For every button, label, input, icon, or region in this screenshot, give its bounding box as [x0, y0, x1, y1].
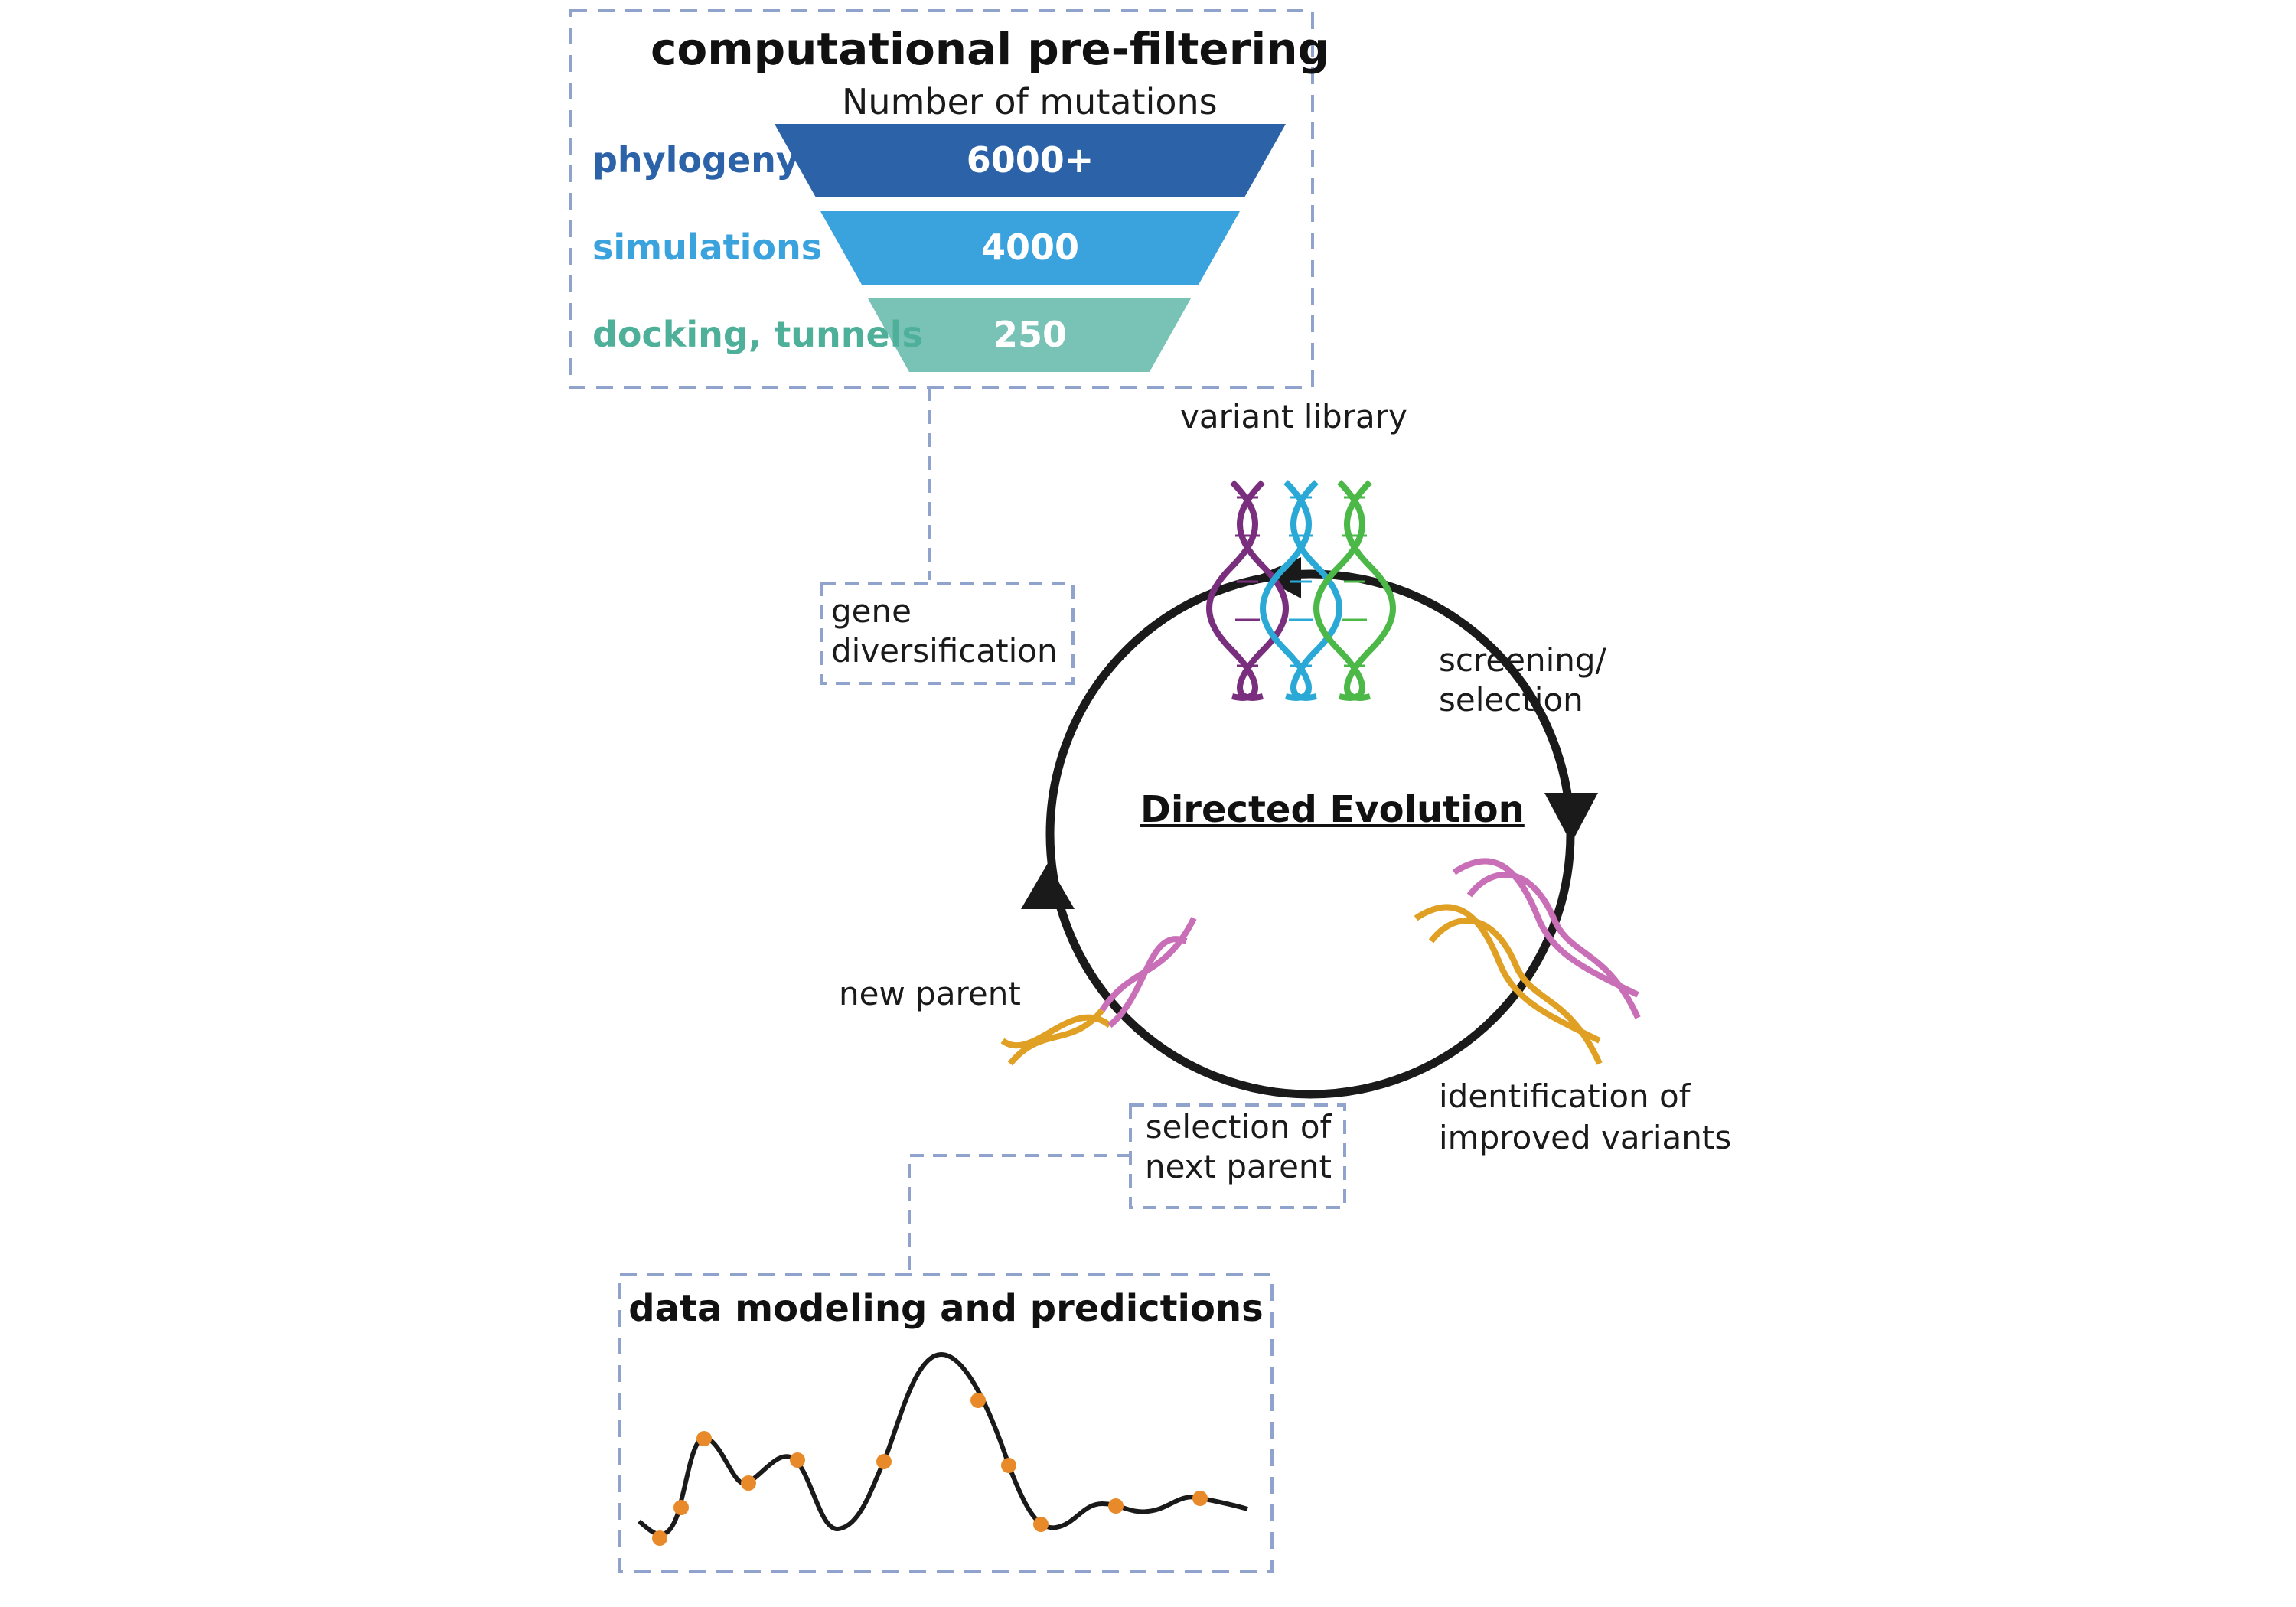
dna-icon-variant-purple [1206, 480, 1289, 701]
funnel-subtitle: Number of mutations [842, 81, 1218, 122]
data-point [1108, 1498, 1124, 1514]
screening-label-line2: selection [1439, 681, 1583, 719]
data-point [673, 1500, 689, 1515]
cycle-title: Directed Evolution [1140, 788, 1525, 831]
data-point [652, 1530, 667, 1546]
prediction-data-points [652, 1393, 1208, 1546]
funnel-value-simulations: 4000 [980, 227, 1080, 268]
dna-icon-new-parent [1000, 917, 1197, 1066]
arrow-right [1544, 793, 1598, 843]
modeling-box [618, 1273, 1274, 1573]
selection-next-parent-label-line1: selection of [1145, 1108, 1332, 1146]
funnel-label-docking: docking, tunnels [592, 314, 923, 355]
data-point [1001, 1458, 1016, 1473]
dna-icon-improved-pink [1452, 858, 1641, 1019]
gene-diversification-label-line2: diversification [831, 632, 1058, 670]
data-point [876, 1454, 892, 1469]
funnel-value-phylogeny: 6000+ [966, 139, 1094, 181]
prefilter-title: computational pre-filtering [651, 23, 1330, 75]
funnel-label-phylogeny: phylogeny [592, 139, 799, 181]
connector-selection-modeling [908, 1154, 1130, 1272]
data-point [741, 1475, 756, 1491]
identification-label-line2: improved variants [1439, 1119, 1732, 1156]
funnel-value-docking: 250 [993, 314, 1068, 355]
screening-label-line1: screening/ [1439, 641, 1606, 679]
modeling-title: data modeling and predictions [628, 1287, 1264, 1330]
data-point [970, 1393, 986, 1408]
dna-icon-improved-orange [1414, 904, 1603, 1065]
new-parent-label: new parent [839, 975, 1021, 1012]
variant-library-label: variant library [1180, 398, 1407, 435]
data-point [1033, 1517, 1049, 1532]
data-point [696, 1431, 712, 1446]
gene-diversification-box [820, 582, 1075, 685]
dna-icon-variant-blue [1260, 480, 1342, 701]
gene-diversification-label-line1: gene [831, 592, 912, 630]
funnel-stage-simulations [820, 211, 1240, 285]
prediction-curve [638, 1351, 1248, 1537]
arrow-top [1258, 557, 1301, 598]
data-point [1192, 1491, 1208, 1506]
funnel-stage-phylogeny [775, 124, 1286, 197]
dna-icon-variant-green [1313, 480, 1396, 701]
data-point [790, 1452, 805, 1468]
arrow-left [1021, 863, 1075, 909]
funnel-label-simulations: simulations [592, 227, 823, 268]
funnel-stage-docking [868, 298, 1191, 372]
identification-label-line1: identification of [1439, 1077, 1691, 1115]
selection-next-parent-label-line2: next parent [1144, 1148, 1332, 1185]
prefilter-box [569, 9, 1314, 389]
